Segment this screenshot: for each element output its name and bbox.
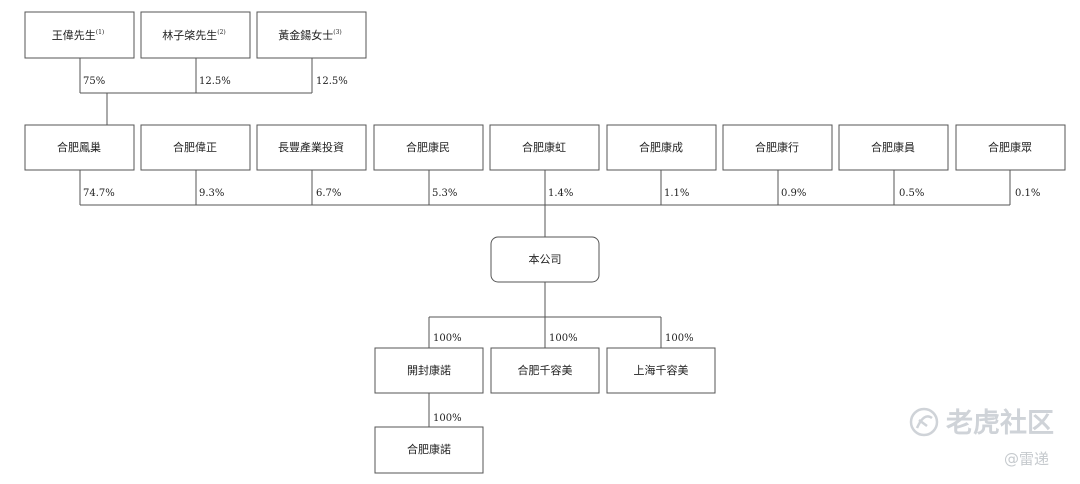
entity-box: 合肥偉正 [140,124,251,171]
connector-lines [79,58,1011,427]
entity-box: 合肥康成 [606,124,717,171]
svg-text:黃金鍚女士(3): 黃金鍚女士(3) [278,28,342,42]
shareholder-box-lin: 林子棨先生(2) [140,11,251,59]
svg-text:林子棨先生(2): 林子棨先生(2) [162,28,226,42]
shareholding-pct: 75% [83,76,105,87]
shareholding-pct: 100% [433,413,462,424]
subsidiary-name: 合肥康諾 [407,442,451,456]
watermark-handle: @雷递 [1004,450,1049,468]
tiger-logo-icon [909,407,939,437]
shareholder-name: 黃金鍚女士 [278,28,333,42]
subsidiary-name: 合肥千容美 [518,363,573,377]
shareholder-box-wang: 王偉先生(1) [24,11,135,59]
entity-name: 合肥偉正 [173,140,217,154]
subsidiary-name: 上海千容美 [634,363,689,377]
entity-name: 合肥康眾 [988,140,1032,154]
entity-box: 長豐產業投資 [256,124,367,171]
shareholding-pct: 100% [549,333,578,344]
entity-box: 合肥康民 [373,124,484,171]
svg-text:王偉先生(1): 王偉先生(1) [52,28,105,42]
entity-name: 合肥康成 [639,140,683,154]
shareholding-pct: 1.1% [664,188,689,199]
shareholding-pct: 74.7% [83,188,115,199]
footnote-marker: (3) [333,29,342,36]
shareholding-pct: 0.9% [781,188,806,199]
watermark-brand: 老虎社区 [946,407,1054,439]
entity-box: 合肥鳳巢 [24,124,135,171]
subsidiary-box: 開封康諾 [374,347,484,394]
shareholding-pct: 12.5% [199,76,231,87]
shareholding-pct: 5.3% [432,188,457,199]
entity-box: 合肥康員 [838,124,949,171]
subsidiary-box: 上海千容美 [606,347,716,394]
shareholding-pct: 9.3% [199,188,224,199]
entity-name: 合肥康行 [755,140,799,154]
footnote-marker: (2) [217,29,226,36]
shareholding-pct: 12.5% [316,76,348,87]
entity-name: 長豐產業投資 [278,140,344,154]
company-name: 本公司 [529,252,562,266]
entity-name: 合肥康民 [406,140,450,154]
entity-box: 合肥康虹 [489,124,600,171]
footnote-marker: (1) [96,29,105,36]
entity-name: 合肥康員 [871,140,915,154]
shareholder-box-huang: 黃金鍚女士(3) [256,11,367,59]
sub-subsidiary-box: 合肥康諾 [374,426,484,474]
shareholding-pct: 0.1% [1015,188,1040,199]
shareholding-pct: 6.7% [316,188,341,199]
entity-name: 合肥鳳巢 [57,140,101,154]
subsidiary-name: 開封康諾 [407,363,451,377]
shareholding-pct: 100% [433,333,462,344]
shareholder-name: 王偉先生 [52,28,96,42]
shareholding-pct: 100% [665,333,694,344]
company-box: 本公司 [490,236,600,283]
watermark: 老虎社区 @雷递 [909,407,1054,468]
shareholding-pct: 1.4% [548,188,573,199]
entity-name: 合肥康虹 [522,140,566,154]
entity-box: 合肥康行 [722,124,833,171]
subsidiary-box: 合肥千容美 [490,347,600,394]
entity-box: 合肥康眾 [955,124,1066,171]
shareholding-pct: 0.5% [899,188,924,199]
shareholder-name: 林子棨先生 [162,28,217,42]
